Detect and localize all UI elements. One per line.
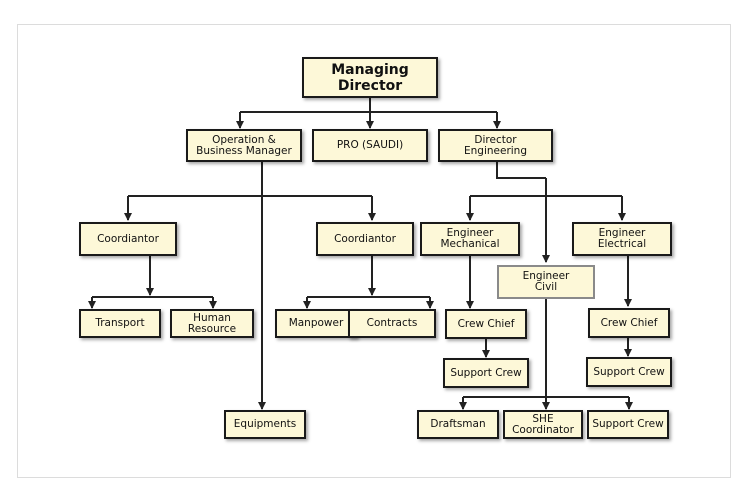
node-label: Draftsman <box>430 418 486 430</box>
node-engineer-civil: Engineer Civil <box>497 265 595 299</box>
node-support-crew-electrical: Support Crew <box>586 357 672 387</box>
node-crew-chief-electrical: Crew Chief <box>588 308 670 338</box>
node-label: Engineer Mechanical <box>440 227 500 250</box>
node-draftsman: Draftsman <box>417 410 499 439</box>
node-label: Managing Director <box>331 61 409 94</box>
node-equipments: Equipments <box>224 410 306 439</box>
node-label: Support Crew <box>593 365 665 378</box>
node-manpower: Manpower <box>275 309 357 338</box>
node-human-resource: Human Resource <box>170 309 254 338</box>
node-director-engineering: Director Engineering <box>438 129 553 162</box>
node-label: Support Crew <box>592 418 664 430</box>
node-label: Director Engineering <box>464 133 527 157</box>
node-label: SHE Coordinator <box>512 412 574 436</box>
node-label: Support Crew <box>450 366 522 379</box>
node-label: Crew Chief <box>600 316 658 329</box>
node-managing-director: Managing Director <box>302 57 438 98</box>
node-label: Manpower <box>288 317 344 329</box>
node-contracts: Contracts <box>348 309 436 338</box>
node-support-crew-civil: Support Crew <box>587 410 669 439</box>
node-coordinator-right: Coordiantor <box>316 222 414 256</box>
node-crew-chief-mechanical: Crew Chief <box>445 309 527 339</box>
node-label: Human Resource <box>187 311 237 335</box>
node-engineer-mechanical: Engineer Mechanical <box>420 222 520 256</box>
node-label: Contracts <box>366 317 418 329</box>
node-label: Coordiantor <box>334 232 396 245</box>
node-label: Equipments <box>233 418 297 430</box>
node-ops-manager: Operation & Business Manager <box>186 129 302 162</box>
node-label: Coordiantor <box>97 232 159 245</box>
node-she-coordinator: SHE Coordinator <box>503 410 583 439</box>
node-label: PRO (SAUDI) <box>336 139 404 151</box>
node-label: Crew Chief <box>457 317 515 330</box>
node-label: Operation & Business Manager <box>196 133 292 157</box>
node-label: Engineer Civil <box>522 270 570 293</box>
node-label: Engineer Electrical <box>597 227 647 250</box>
node-label: Transport <box>95 317 145 329</box>
node-engineer-electrical: Engineer Electrical <box>572 222 672 256</box>
node-transport: Transport <box>79 309 161 338</box>
node-pro-saudi: PRO (SAUDI) <box>312 129 428 162</box>
node-coordinator-left: Coordiantor <box>79 222 177 256</box>
node-support-crew-mechanical: Support Crew <box>443 358 529 388</box>
